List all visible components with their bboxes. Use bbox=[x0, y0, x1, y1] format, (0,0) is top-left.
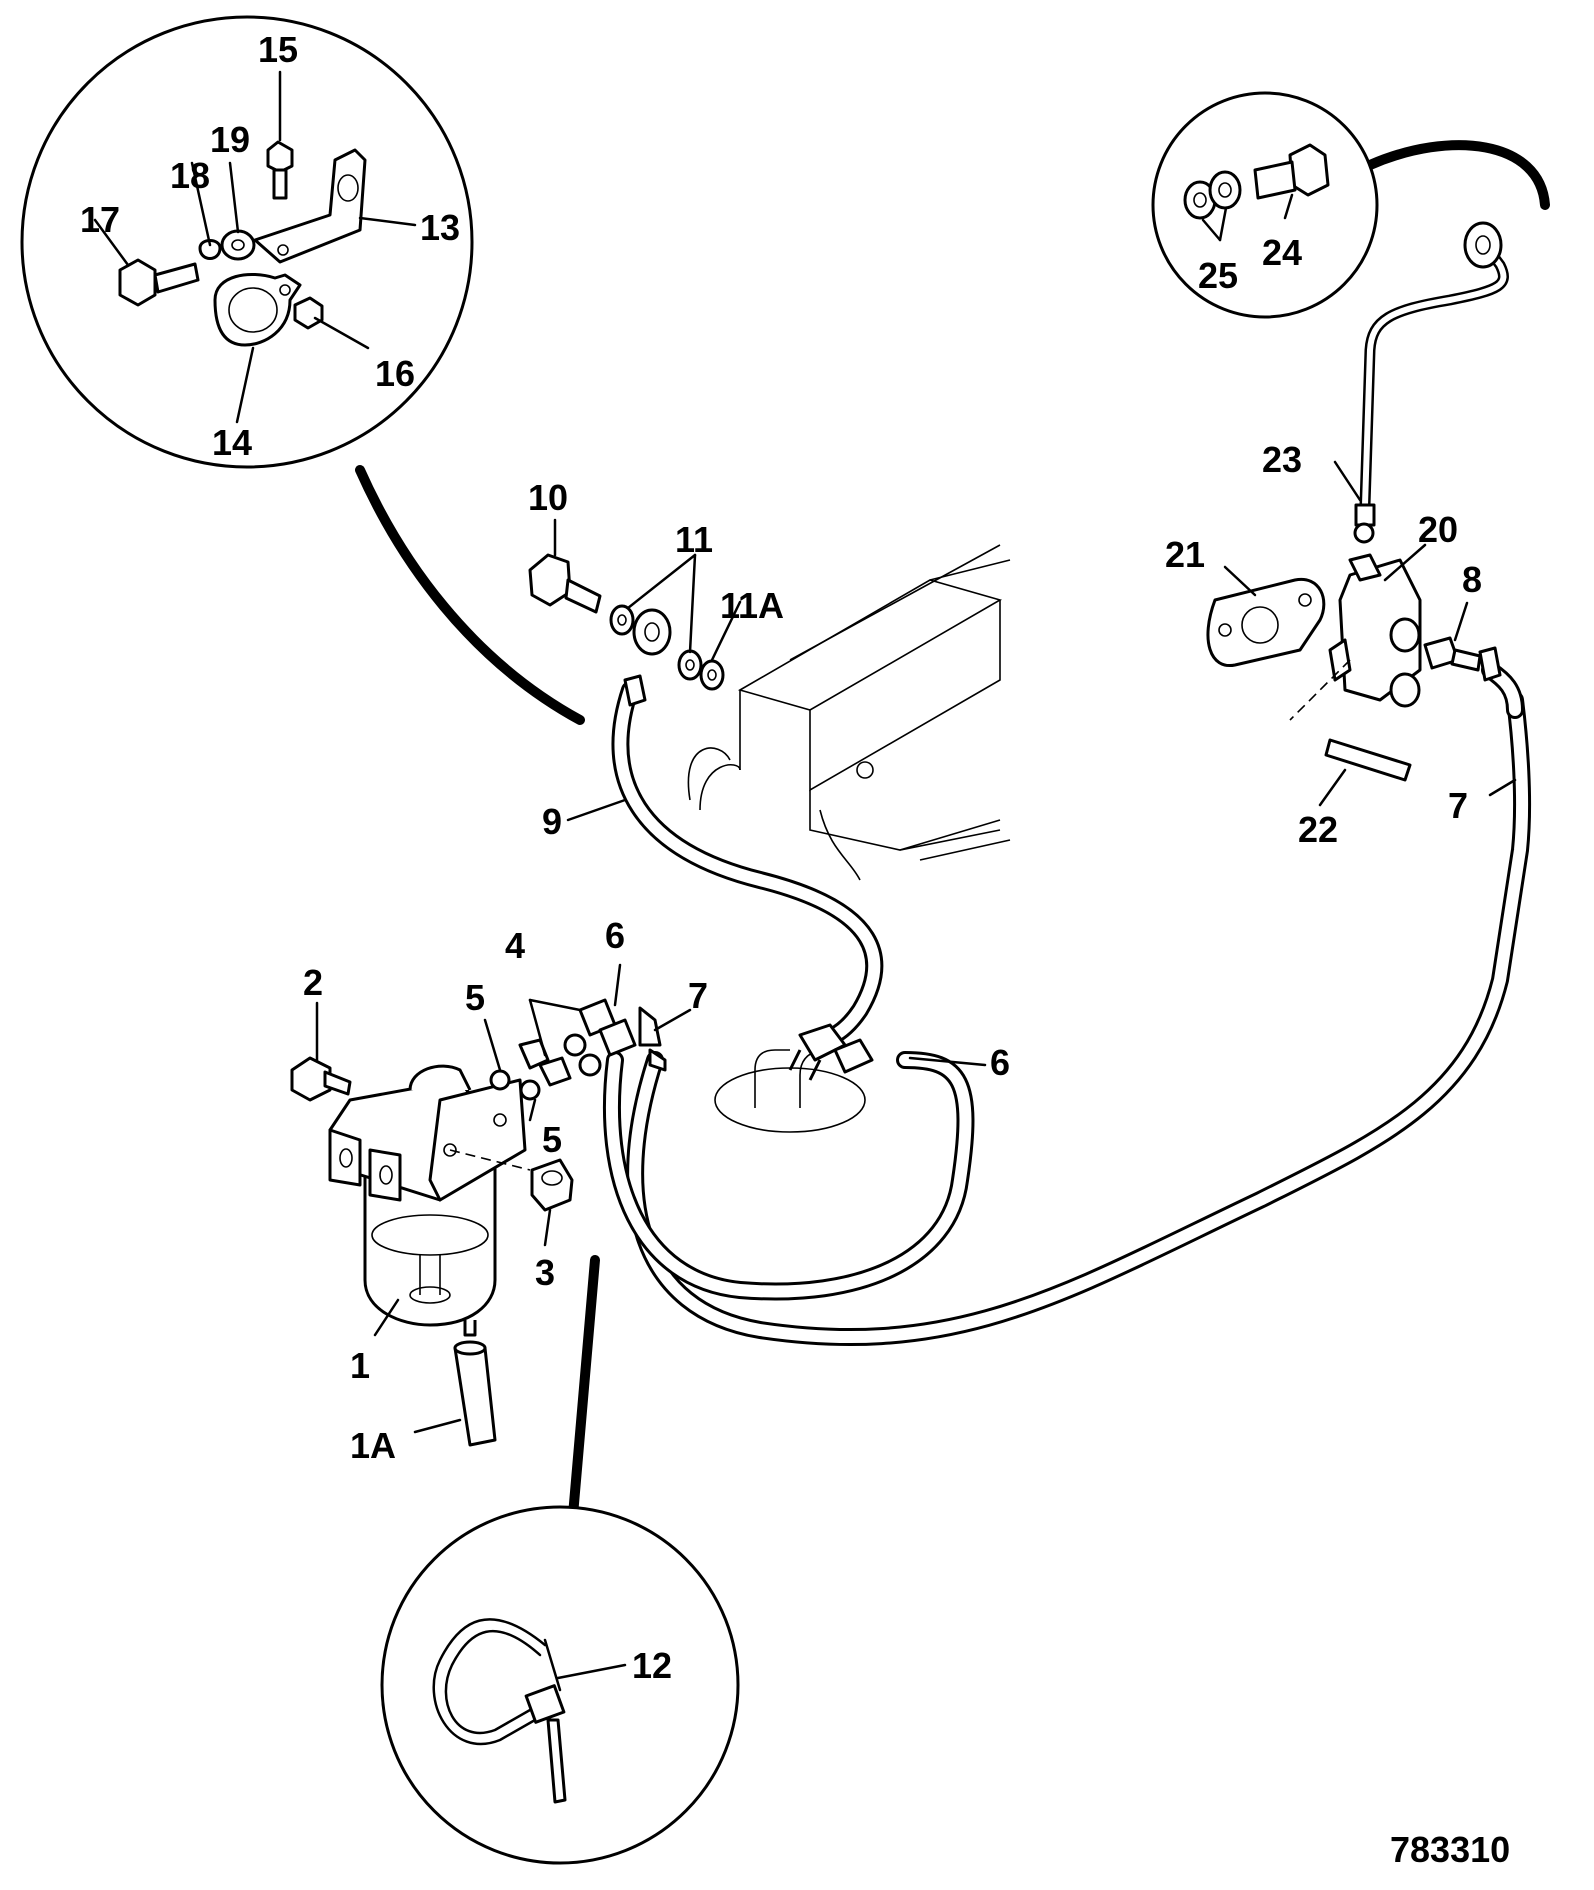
callout-6-upper: 6 bbox=[605, 915, 625, 956]
callout-16: 16 bbox=[375, 353, 415, 394]
callout-5-upper: 5 bbox=[465, 977, 485, 1018]
callout-19: 19 bbox=[210, 119, 250, 160]
callout-23: 23 bbox=[1262, 439, 1302, 480]
callout-13: 13 bbox=[420, 207, 460, 248]
detail-link-top-left bbox=[355, 465, 585, 725]
pipe-23 bbox=[1353, 221, 1509, 544]
fuel-filter-1 bbox=[328, 1064, 531, 1337]
callout-12: 12 bbox=[632, 1645, 672, 1686]
callout-7-left: 7 bbox=[688, 975, 708, 1016]
fuel-hoses bbox=[603, 661, 1532, 1347]
washers-11 bbox=[609, 604, 703, 681]
banjo-union-9 bbox=[623, 608, 672, 707]
fitting-8 bbox=[1423, 636, 1502, 682]
block-20 bbox=[1289, 553, 1422, 721]
callout-8: 8 bbox=[1462, 559, 1482, 600]
detail-circle-cable-tie bbox=[380, 1505, 740, 1865]
drain-hose-1a bbox=[453, 1346, 497, 1447]
detail-circle-banjo-bolt bbox=[1151, 91, 1379, 319]
callout-11a: 11A bbox=[720, 585, 784, 626]
callout-18: 18 bbox=[170, 155, 210, 196]
callout-1a: 1A bbox=[350, 1425, 396, 1466]
callout-20: 20 bbox=[1418, 509, 1458, 550]
hose-fittings-engine bbox=[788, 1023, 874, 1081]
callout-11: 11 bbox=[675, 519, 713, 560]
callout-15: 15 bbox=[258, 29, 298, 70]
hose-9 bbox=[611, 681, 884, 1049]
callout-6-right: 6 bbox=[990, 1042, 1010, 1083]
callout-3: 3 bbox=[535, 1252, 555, 1293]
callout-14: 14 bbox=[212, 422, 252, 463]
callout-24: 24 bbox=[1262, 232, 1302, 273]
callout-10: 10 bbox=[528, 477, 568, 518]
engine-boss bbox=[714, 1067, 866, 1133]
gasket-21 bbox=[1206, 577, 1326, 667]
callout-22: 22 bbox=[1298, 809, 1338, 850]
detail-link-bottom bbox=[565, 1255, 600, 1555]
bolt-2 bbox=[290, 1056, 352, 1102]
callout-25: 25 bbox=[1198, 255, 1238, 296]
nut-3 bbox=[530, 1158, 574, 1212]
banjo-bolt-10 bbox=[528, 553, 602, 614]
callout-2: 2 bbox=[303, 962, 323, 1003]
callout-labels: 15 19 18 13 17 16 14 10 11 11A 9 6 4 5 7… bbox=[80, 29, 1510, 1870]
hose-7-long-loop bbox=[626, 691, 1532, 1347]
callout-7-right: 7 bbox=[1448, 785, 1468, 826]
callout-21: 21 bbox=[1165, 534, 1205, 575]
callout-4: 4 bbox=[505, 925, 525, 966]
washer-11a bbox=[699, 659, 725, 691]
detail-circle-bracket-clamp bbox=[20, 15, 474, 469]
callout-1: 1 bbox=[350, 1345, 370, 1386]
detail-link-top-right bbox=[1365, 140, 1550, 210]
stud-22 bbox=[1324, 738, 1412, 782]
callout-9: 9 bbox=[542, 801, 562, 842]
figure-number: 783310 bbox=[1390, 1829, 1510, 1870]
leader-lines bbox=[93, 70, 1517, 1680]
callout-5-lower: 5 bbox=[542, 1119, 562, 1160]
callout-17: 17 bbox=[80, 199, 120, 240]
